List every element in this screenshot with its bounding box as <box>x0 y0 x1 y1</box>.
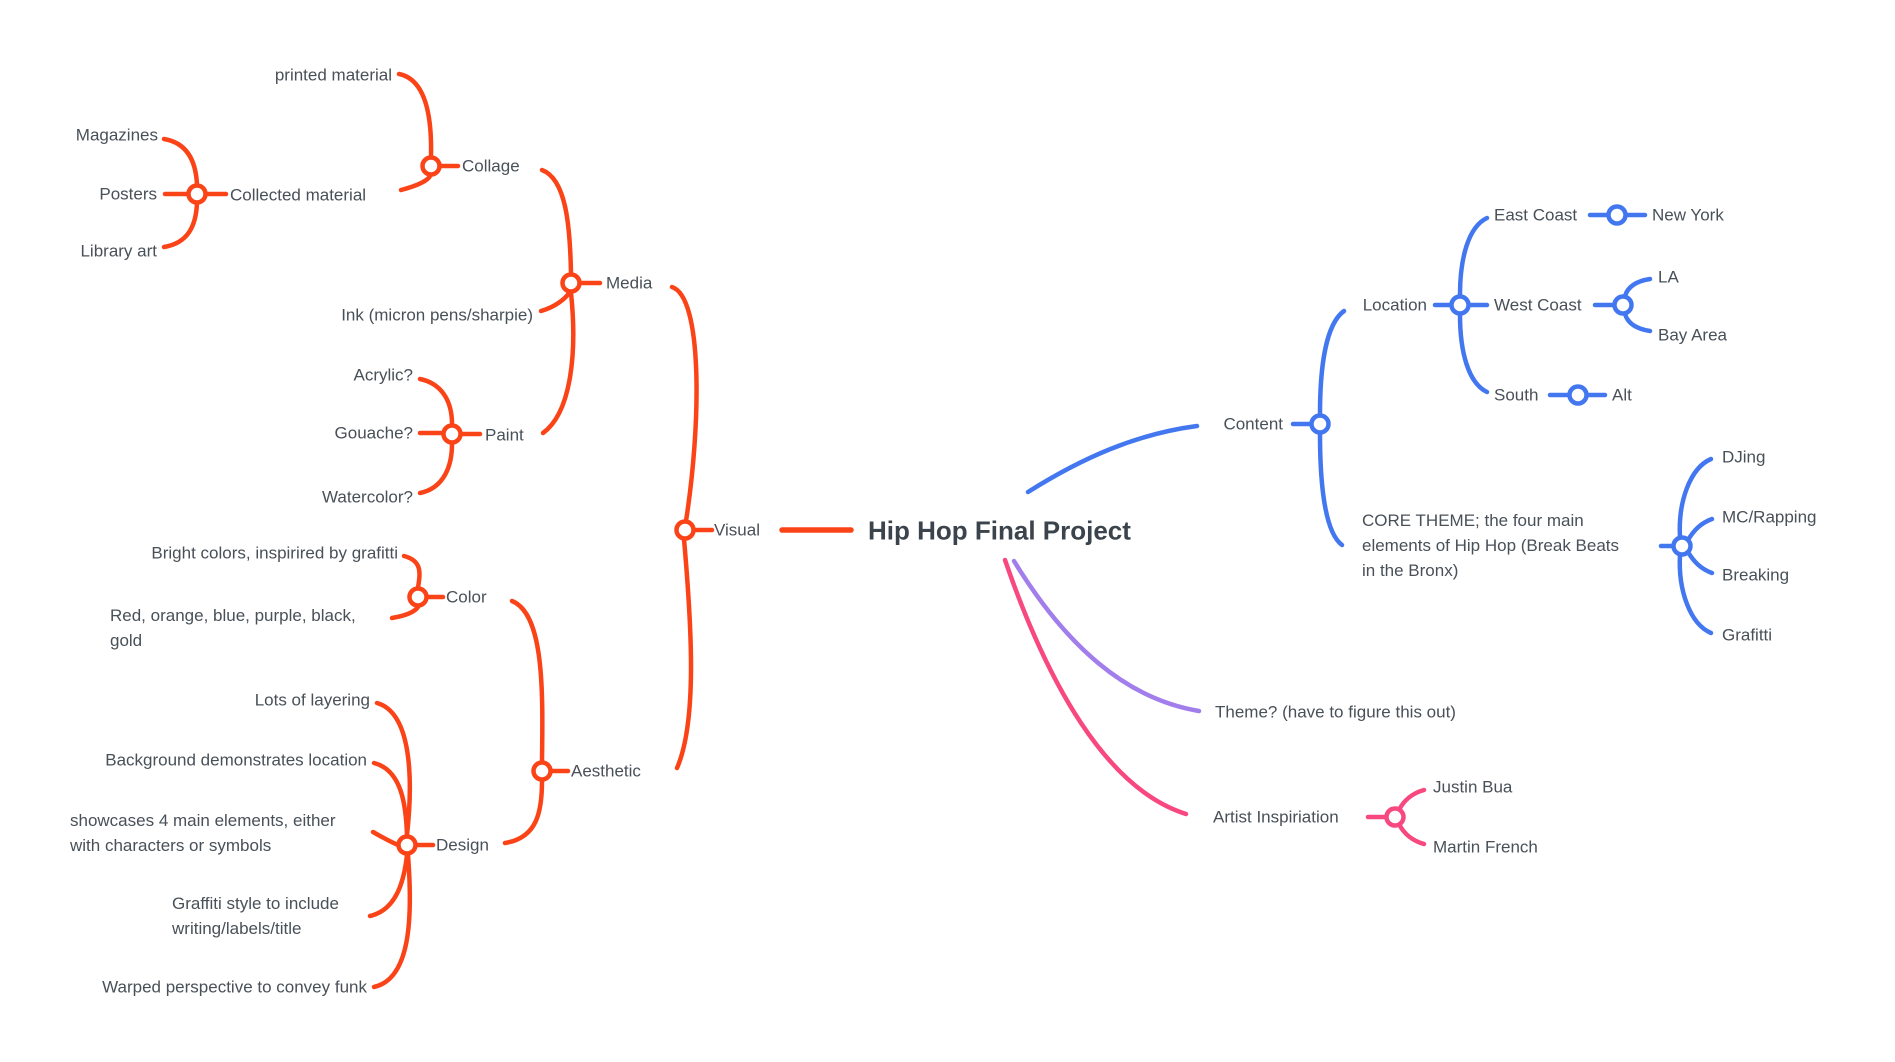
connector-watercolor <box>417 441 455 496</box>
connector-djing <box>1677 456 1714 540</box>
node-printed-material[interactable]: printed material <box>274 65 392 85</box>
node-watercolor[interactable]: Watercolor? <box>321 487 413 507</box>
connector-collage-media <box>539 167 574 276</box>
node-handle-location[interactable] <box>1449 294 1471 316</box>
node-location[interactable]: Location <box>1362 295 1427 315</box>
node-handles <box>186 155 1693 856</box>
node-handle-media[interactable] <box>560 272 582 294</box>
connector-color-list <box>389 604 421 621</box>
node-breaking[interactable]: Breaking <box>1722 565 1790 585</box>
node-handle-core-theme[interactable] <box>1671 535 1693 557</box>
node-visual[interactable]: Visual <box>714 520 760 540</box>
node-la[interactable]: LA <box>1658 267 1679 287</box>
node-theme[interactable]: Theme? (have to figure this out) <box>1215 702 1456 722</box>
connector-martin-french <box>1396 821 1427 847</box>
connector-showcases <box>370 829 401 848</box>
node-color[interactable]: Color <box>446 587 487 607</box>
root-node-title[interactable]: Hip Hop Final Project <box>868 515 1131 546</box>
node-grafitti[interactable]: Grafitti <box>1722 625 1773 645</box>
node-martin-french[interactable]: Martin French <box>1433 837 1538 857</box>
node-core-theme[interactable]: CORE THEME; the four main elements of Hi… <box>1362 511 1620 580</box>
node-handle-visual[interactable] <box>674 519 696 541</box>
node-handle-collected-material[interactable] <box>186 183 208 205</box>
node-warped[interactable]: Warped perspective to convey funk <box>102 977 367 997</box>
node-library-art[interactable]: Library art <box>80 241 157 261</box>
connector-bay-area <box>1622 311 1653 334</box>
node-alt[interactable]: Alt <box>1612 385 1632 405</box>
connector-library-art <box>161 200 200 250</box>
connector-color-aesthetic <box>509 598 545 764</box>
trunk-media-visual <box>669 284 699 524</box>
node-showcases[interactable]: showcases 4 main elements, either with c… <box>70 811 336 855</box>
connector-media-paint <box>540 290 576 436</box>
node-handle-aesthetic[interactable] <box>531 760 553 782</box>
node-handle-paint[interactable] <box>441 423 463 445</box>
connector-magazines <box>161 136 200 188</box>
node-content[interactable]: Content <box>1223 414 1283 434</box>
connector-justin-bua <box>1396 787 1427 813</box>
node-djing[interactable]: DJing <box>1722 447 1766 467</box>
connector-warped <box>371 852 413 990</box>
connector-ink <box>538 290 572 314</box>
node-handle-west-coast[interactable] <box>1612 294 1634 316</box>
node-handle-south[interactable] <box>1567 384 1589 406</box>
curve-root-theme <box>1011 558 1202 714</box>
node-bright-colors[interactable]: Bright colors, inspirired by grafitti <box>151 543 398 563</box>
connector-breaking <box>1685 549 1715 576</box>
connector-south <box>1457 312 1490 395</box>
node-artist-inspiriation[interactable]: Artist Inspiriation <box>1213 807 1339 827</box>
node-graffiti-style[interactable]: Graffiti style to include writing/labels… <box>172 894 339 938</box>
node-justin-bua[interactable]: Justin Bua <box>1433 777 1513 797</box>
trunk-content-core-theme <box>1317 431 1345 548</box>
connector-collected-collage <box>398 173 433 193</box>
artist-branch-connectors <box>1002 557 1427 847</box>
curve-root-content <box>1025 423 1200 495</box>
node-posters[interactable]: Posters <box>99 184 157 204</box>
node-color-list[interactable]: Red, orange, blue, purple, black, gold <box>110 606 356 650</box>
connector-design-aesthetic <box>502 778 545 846</box>
connector-layering <box>374 700 413 838</box>
node-handle-color[interactable] <box>407 586 429 608</box>
node-west-coast[interactable]: West Coast <box>1494 295 1582 315</box>
node-aesthetic[interactable]: Aesthetic <box>571 761 641 781</box>
connector-east-coast <box>1457 215 1490 298</box>
node-handle-content[interactable] <box>1309 413 1331 435</box>
connector-acrylic <box>417 376 455 427</box>
node-collected-material[interactable]: Collected material <box>230 185 367 205</box>
curve-root-artist <box>1002 557 1189 817</box>
node-collage[interactable]: Collage <box>462 156 520 176</box>
node-background-location[interactable]: Background demonstrates location <box>105 750 367 770</box>
node-handle-collage[interactable] <box>420 155 442 177</box>
node-handle-design[interactable] <box>396 834 418 856</box>
node-handle-artist[interactable] <box>1384 806 1406 828</box>
node-magazines[interactable]: Magazines <box>75 125 158 145</box>
node-ink[interactable]: Ink (micron pens/sharpie) <box>341 305 533 325</box>
node-media[interactable]: Media <box>606 273 653 293</box>
connector-mc-rapping <box>1685 516 1715 543</box>
connector-printed-material <box>396 71 434 159</box>
node-handle-east-coast[interactable] <box>1606 204 1628 226</box>
node-south[interactable]: South <box>1494 385 1539 405</box>
trunk-visual-aesthetic <box>674 536 694 771</box>
visual-branch-connectors <box>161 71 854 990</box>
node-east-coast[interactable]: East Coast <box>1494 205 1578 225</box>
node-gouache[interactable]: Gouache? <box>334 423 413 443</box>
node-new-york[interactable]: New York <box>1652 205 1724 225</box>
connector-bright-colors <box>401 553 422 591</box>
trunk-content-location <box>1317 308 1347 417</box>
connector-graffiti-style <box>367 852 410 919</box>
node-mc-rapping[interactable]: MC/Rapping <box>1722 507 1817 527</box>
node-layering[interactable]: Lots of layering <box>254 690 370 710</box>
connector-background-location <box>371 760 410 838</box>
connector-la <box>1622 276 1653 299</box>
node-acrylic[interactable]: Acrylic? <box>353 365 413 385</box>
connector-grafitti <box>1677 552 1714 636</box>
node-bay-area[interactable]: Bay Area <box>1658 325 1727 345</box>
node-paint[interactable]: Paint <box>485 425 524 445</box>
content-branch-connectors <box>1025 212 1715 636</box>
node-design[interactable]: Design <box>436 835 489 855</box>
